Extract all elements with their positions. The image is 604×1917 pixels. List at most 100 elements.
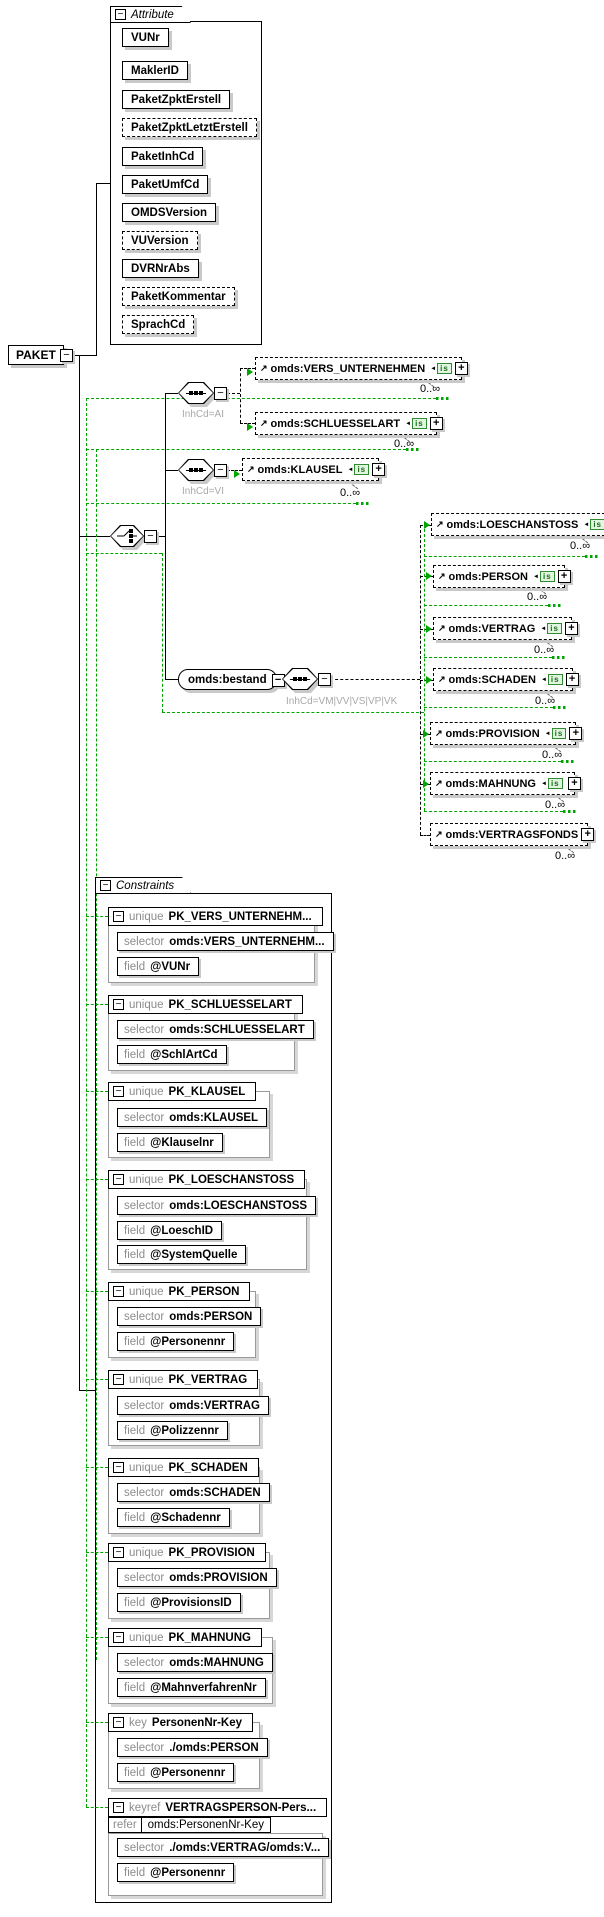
constraints-frame-tab[interactable]: Constraints xyxy=(95,877,191,894)
collapse-icon[interactable] xyxy=(115,9,126,20)
expand-icon[interactable] xyxy=(569,727,583,740)
collapse-icon[interactable] xyxy=(113,1086,124,1097)
attribute-dvrnrabs[interactable]: DVRNrAbs xyxy=(122,259,199,278)
element-label: omds:VERTRAGSFONDS xyxy=(445,828,579,841)
connector xyxy=(165,393,166,679)
constraint-pk-klausel[interactable]: unique PK_KLAUSEL xyxy=(108,1082,257,1101)
collapse-icon[interactable] xyxy=(113,911,124,922)
element-paket[interactable]: PAKET xyxy=(8,345,64,365)
collapse-icon[interactable] xyxy=(214,387,227,400)
connector xyxy=(79,1390,95,1391)
identity-constraint-badge: ◄is xyxy=(541,674,563,685)
expand-icon[interactable] xyxy=(454,362,468,375)
sequence-icon[interactable] xyxy=(178,459,227,481)
collapse-icon[interactable] xyxy=(100,880,111,891)
constraint-link xyxy=(424,657,552,658)
expand-icon[interactable] xyxy=(568,777,581,790)
constraint-selector: selector omds:SCHLUESSELART xyxy=(117,1020,314,1039)
element-vers-unternehmen[interactable]: ↗ omds:VERS_UNTERNEHMEN ◄is xyxy=(255,357,468,380)
constraint-name: PersonenNr-Key xyxy=(151,1716,243,1729)
collapse-icon[interactable] xyxy=(113,1802,124,1813)
field-value: @LoeschID xyxy=(150,1224,214,1237)
attribute-paketinhcd[interactable]: PaketInhCd xyxy=(122,147,204,166)
attribute-paketkommentar[interactable]: PaketKommentar xyxy=(122,287,235,306)
selector-keyword: selector xyxy=(124,1571,165,1584)
field-value: @Klauselnr xyxy=(150,1136,214,1149)
collapse-icon[interactable] xyxy=(113,1547,124,1558)
selector-keyword: selector xyxy=(124,1656,165,1669)
expand-icon[interactable] xyxy=(565,673,579,686)
collapse-icon[interactable] xyxy=(113,1462,124,1473)
collapse-icon[interactable] xyxy=(113,999,124,1010)
constraint-link-end xyxy=(406,448,419,451)
attribute-vunr[interactable]: VUNr xyxy=(122,28,169,47)
constraint-pk-schluesselart[interactable]: unique PK_SCHLUESSELART xyxy=(108,995,303,1014)
refer-keyword: refer xyxy=(109,1818,142,1832)
constraint-pk-person[interactable]: unique PK_PERSON xyxy=(108,1282,251,1301)
constraint-vertragsperson-keyref[interactable]: keyref VERTRAGSPERSON-Pers... xyxy=(108,1798,328,1817)
occurrence-label: 0..∞ xyxy=(555,850,576,862)
expand-icon[interactable] xyxy=(581,828,595,841)
element-vertragsfonds[interactable]: ↗ omds:VERTRAGSFONDS xyxy=(430,823,595,846)
attribute-paketzpktletzterstell[interactable]: PaketZpktLetztErstell xyxy=(122,118,257,137)
element-label: omds:VERTRAG xyxy=(448,622,536,635)
constraint-name: PK_VERS_UNTERNEHM... xyxy=(168,910,312,923)
expand-icon[interactable] xyxy=(372,463,386,476)
element-loeschanstoss[interactable]: ↗ omds:LOESCHANSTOSS ◄is xyxy=(431,513,604,536)
collapse-icon[interactable] xyxy=(113,1174,124,1185)
expand-icon[interactable] xyxy=(429,417,443,430)
element-schaden[interactable]: ↗ omds:SCHADEN ◄is xyxy=(433,668,579,691)
constraint-kind: unique xyxy=(129,1546,164,1559)
field-keyword: field xyxy=(124,1866,146,1879)
constraint-kind: unique xyxy=(129,1173,164,1186)
constraint-pk-schaden[interactable]: unique PK_SCHADEN xyxy=(108,1458,259,1477)
constraint-field: field @VUNr xyxy=(117,957,200,976)
collapse-icon[interactable] xyxy=(144,530,157,543)
collapse-icon[interactable] xyxy=(113,1717,124,1728)
constraint-pk-vertrag[interactable]: unique PK_VERTRAG xyxy=(108,1370,259,1389)
expand-icon[interactable] xyxy=(564,622,578,635)
field-keyword: field xyxy=(124,1224,146,1237)
constraint-link xyxy=(424,529,425,811)
occurrence-label: 0..∞ xyxy=(534,644,555,656)
element-mahnung[interactable]: ↗ omds:MAHNUNG ◄is xyxy=(430,772,581,795)
constraint-pk-loeschanstoss[interactable]: unique PK_LOESCHANSTOSS xyxy=(108,1170,306,1189)
collapse-icon[interactable] xyxy=(113,1632,124,1643)
attribute-maklerid[interactable]: MaklerID xyxy=(122,61,188,80)
sequence-icon[interactable] xyxy=(282,668,331,690)
constraint-personennr-key[interactable]: key PersonenNr-Key xyxy=(108,1713,254,1732)
constraint-pk-provision[interactable]: unique PK_PROVISION xyxy=(108,1543,266,1562)
constraint-pk-vers-unternehmen[interactable]: unique PK_VERS_UNTERNEHM... xyxy=(108,907,323,926)
attribute-sprachcd[interactable]: SprachCd xyxy=(122,315,195,334)
collapse-icon[interactable] xyxy=(214,464,227,477)
attribute-omdsversion[interactable]: OMDSVersion xyxy=(122,203,217,222)
constraint-arrow-icon xyxy=(423,730,429,738)
expand-icon[interactable] xyxy=(557,570,571,583)
element-klausel[interactable]: ↗ omds:KLAUSEL ◄is xyxy=(242,458,386,481)
global-ref-icon: ↗ xyxy=(438,623,446,633)
occurrence-label: 0..∞ xyxy=(535,695,556,707)
attribute-label: PaketKommentar xyxy=(131,290,226,303)
attribute-paketumfcd[interactable]: PaketUmfCd xyxy=(122,175,209,194)
element-provision[interactable]: ↗ omds:PROVISION ◄is xyxy=(430,722,583,745)
collapse-icon[interactable] xyxy=(113,1374,124,1385)
constraint-kind: unique xyxy=(129,1631,164,1644)
attribute-vuversion[interactable]: VUVersion xyxy=(122,231,198,250)
element-bestand[interactable]: omds:bestand xyxy=(178,669,285,690)
constraint-pk-mahnung[interactable]: unique PK_MAHNUNG xyxy=(108,1628,262,1647)
element-person[interactable]: ↗ omds:PERSON ◄is xyxy=(433,565,571,588)
global-ref-icon: ↗ xyxy=(260,363,268,373)
attribute-paketzpkterstell[interactable]: PaketZpktErstell xyxy=(122,90,231,109)
sequence-icon[interactable] xyxy=(178,382,227,404)
element-label: omds:LOESCHANSTOSS xyxy=(446,518,579,531)
element-schluesselart[interactable]: ↗ omds:SCHLUESSELART ◄is xyxy=(255,412,443,435)
collapse-icon[interactable] xyxy=(60,349,73,362)
choice-icon[interactable] xyxy=(110,525,157,547)
attribute-label: SprachCd xyxy=(131,318,186,331)
collapse-icon[interactable] xyxy=(113,1286,124,1297)
element-vertrag[interactable]: ↗ omds:VERTRAG ◄is xyxy=(433,617,578,640)
selector-keyword: selector xyxy=(124,1111,165,1124)
field-value: @MahnverfahrenNr xyxy=(150,1681,257,1694)
collapse-icon[interactable] xyxy=(318,673,331,686)
attribute-frame-tab[interactable]: Attribute xyxy=(110,6,191,23)
